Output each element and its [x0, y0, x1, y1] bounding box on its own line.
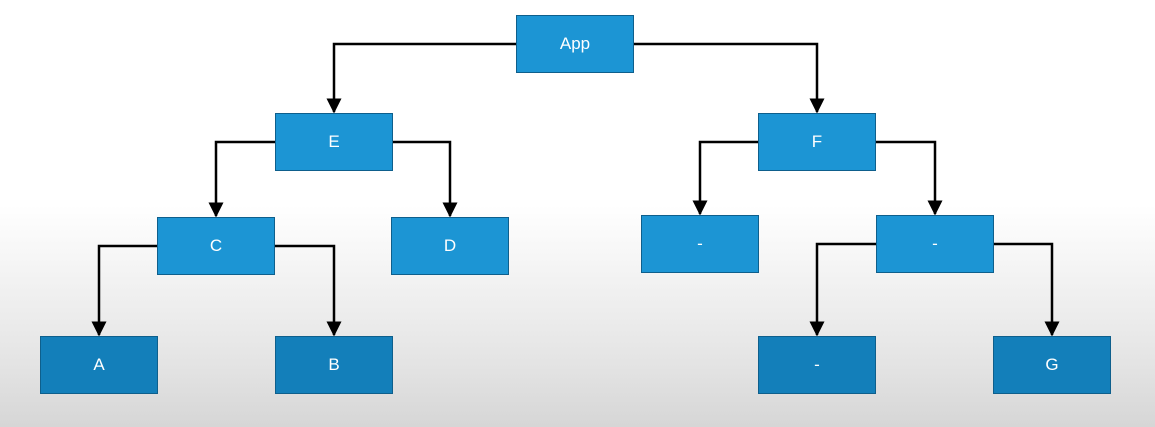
node-g: G — [993, 336, 1111, 394]
node-a: A — [40, 336, 158, 394]
connector-app-f — [634, 42, 825, 114]
node-e: E — [275, 113, 393, 171]
node-f: F — [758, 113, 876, 171]
node-app: App — [516, 15, 634, 73]
connector-c-b — [275, 244, 342, 337]
node-c: C — [157, 217, 275, 275]
connector-x2-g — [994, 242, 1060, 337]
connector-x2-x3 — [809, 242, 876, 337]
connector-e-c — [208, 140, 275, 218]
node-blank-1: - — [641, 215, 759, 273]
node-blank-2: - — [876, 215, 994, 273]
connector-f-x2 — [876, 140, 943, 216]
connector-c-a — [91, 244, 157, 337]
connector-e-d — [393, 140, 458, 218]
node-d: D — [391, 217, 509, 275]
node-b: B — [275, 336, 393, 394]
connector-app-e — [326, 42, 516, 114]
node-blank-3: - — [758, 336, 876, 394]
connector-f-x1 — [692, 140, 758, 216]
